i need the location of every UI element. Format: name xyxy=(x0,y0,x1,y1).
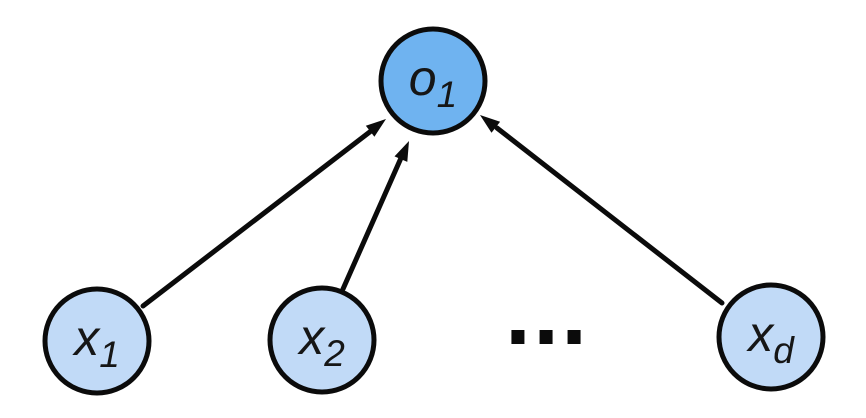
edge-x2-o1 xyxy=(340,141,409,292)
node-x2-label-sub: 2 xyxy=(323,333,345,374)
node-o1-label-sub: 1 xyxy=(437,74,458,115)
edge-x2-o1-line xyxy=(340,155,404,292)
node-xd-label-main: x xyxy=(746,306,775,362)
arrowhead-x2-o1-icon xyxy=(394,141,409,162)
node-x1-label-main: x xyxy=(72,310,101,366)
edge-xd-o1-line xyxy=(494,125,725,306)
node-x2-circle xyxy=(267,285,377,395)
node-o1-label-main: o xyxy=(409,50,437,106)
edge-x1-o1 xyxy=(140,119,386,309)
edge-xd-o1 xyxy=(480,115,725,306)
arrowhead-x1-o1-icon xyxy=(365,119,386,137)
arrowhead-xd-o1-icon xyxy=(480,115,501,133)
edge-x1-o1-line xyxy=(140,128,374,309)
node-x1-label-sub: 1 xyxy=(99,334,120,375)
node-o1: o1 xyxy=(378,26,488,136)
node-x1-label: x1 xyxy=(72,310,120,375)
ellipsis: ... xyxy=(504,276,588,362)
node-x2-label: x2 xyxy=(297,309,345,374)
node-x2: x2 xyxy=(267,285,377,395)
node-xd-circle xyxy=(716,282,826,392)
node-o1-label: o1 xyxy=(409,50,457,115)
node-x1: x1 xyxy=(42,286,152,396)
node-x1-circle xyxy=(42,286,152,396)
node-xd-label-sub: d xyxy=(773,330,795,371)
node-xd: xd xyxy=(716,282,826,392)
node-x2-label-main: x xyxy=(297,309,326,365)
node-xd-label: xd xyxy=(746,306,795,371)
node-o1-circle xyxy=(378,26,488,136)
